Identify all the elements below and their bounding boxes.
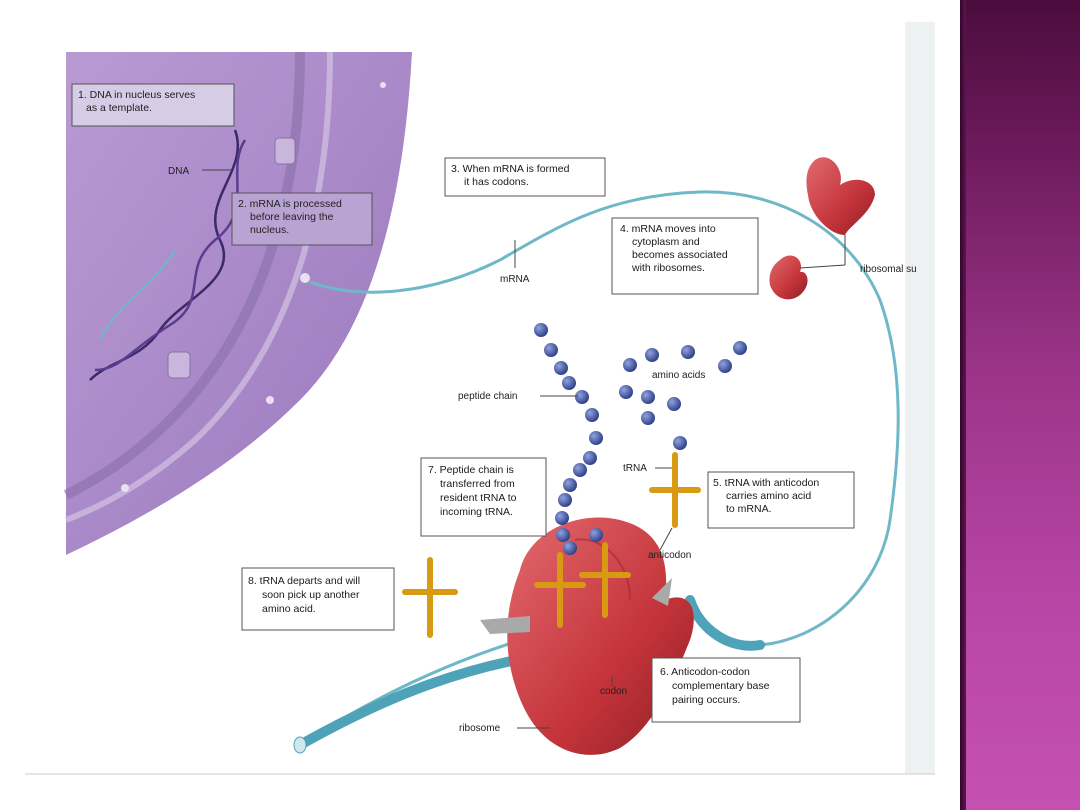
label-codon: codon [600,686,627,697]
slide-sidebar-accent [960,0,1080,810]
peptide-amino-acid [556,528,570,542]
peptide-amino-acid [534,323,548,337]
peptide-amino-acid [573,463,587,477]
peptide-amino-acid [583,451,597,465]
figure-right-edge [905,22,935,774]
peptide-amino-acid [558,493,572,507]
peptide-amino-acid [589,431,603,445]
label-trna: tRNA [623,463,647,474]
free-amino-acid [718,359,732,373]
trna-departing [402,557,458,638]
free-amino-acid [681,345,695,359]
free-amino-acid [673,436,687,450]
peptide-amino-acid [544,343,558,357]
free-amino-acid [667,397,681,411]
ribosome [507,517,694,755]
peptide-amino-acid [554,361,568,375]
free-amino-acid [589,528,603,542]
label-mrna: mRNA [500,274,530,285]
free-amino-acid [623,358,637,372]
label-ribosomal-subunits: ribosomal su [860,264,917,275]
amino-acids [589,341,747,542]
peptide-amino-acid [575,390,589,404]
free-amino-acid [645,348,659,362]
movement-arrows [480,578,672,634]
trna-molecules [402,452,701,638]
leader-lines [202,169,846,729]
dna-helix [89,129,247,381]
label-peptide-chain: peptide chain [458,391,518,402]
trna-incoming [649,452,701,528]
label-ribosome: ribosome [459,723,501,734]
peptide-amino-acid [563,478,577,492]
peptide-amino-acid [555,511,569,525]
label-dna: DNA [168,166,189,177]
free-amino-acid [619,385,633,399]
nucleus [63,51,412,555]
peptide-amino-acid [563,541,577,555]
trna-resident-1 [534,552,586,628]
peptide-amino-acid [585,408,599,422]
trna-resident-2 [579,542,631,618]
peptide-chain [534,323,603,555]
free-amino-acid [641,390,655,404]
peptide-amino-acid [562,376,576,390]
label-amino-acids: amino acids [652,370,705,381]
free-amino-acid [641,411,655,425]
free-amino-acid [733,341,747,355]
ribosomal-subunits [769,157,875,300]
label-anticodon: anticodon [648,550,691,561]
